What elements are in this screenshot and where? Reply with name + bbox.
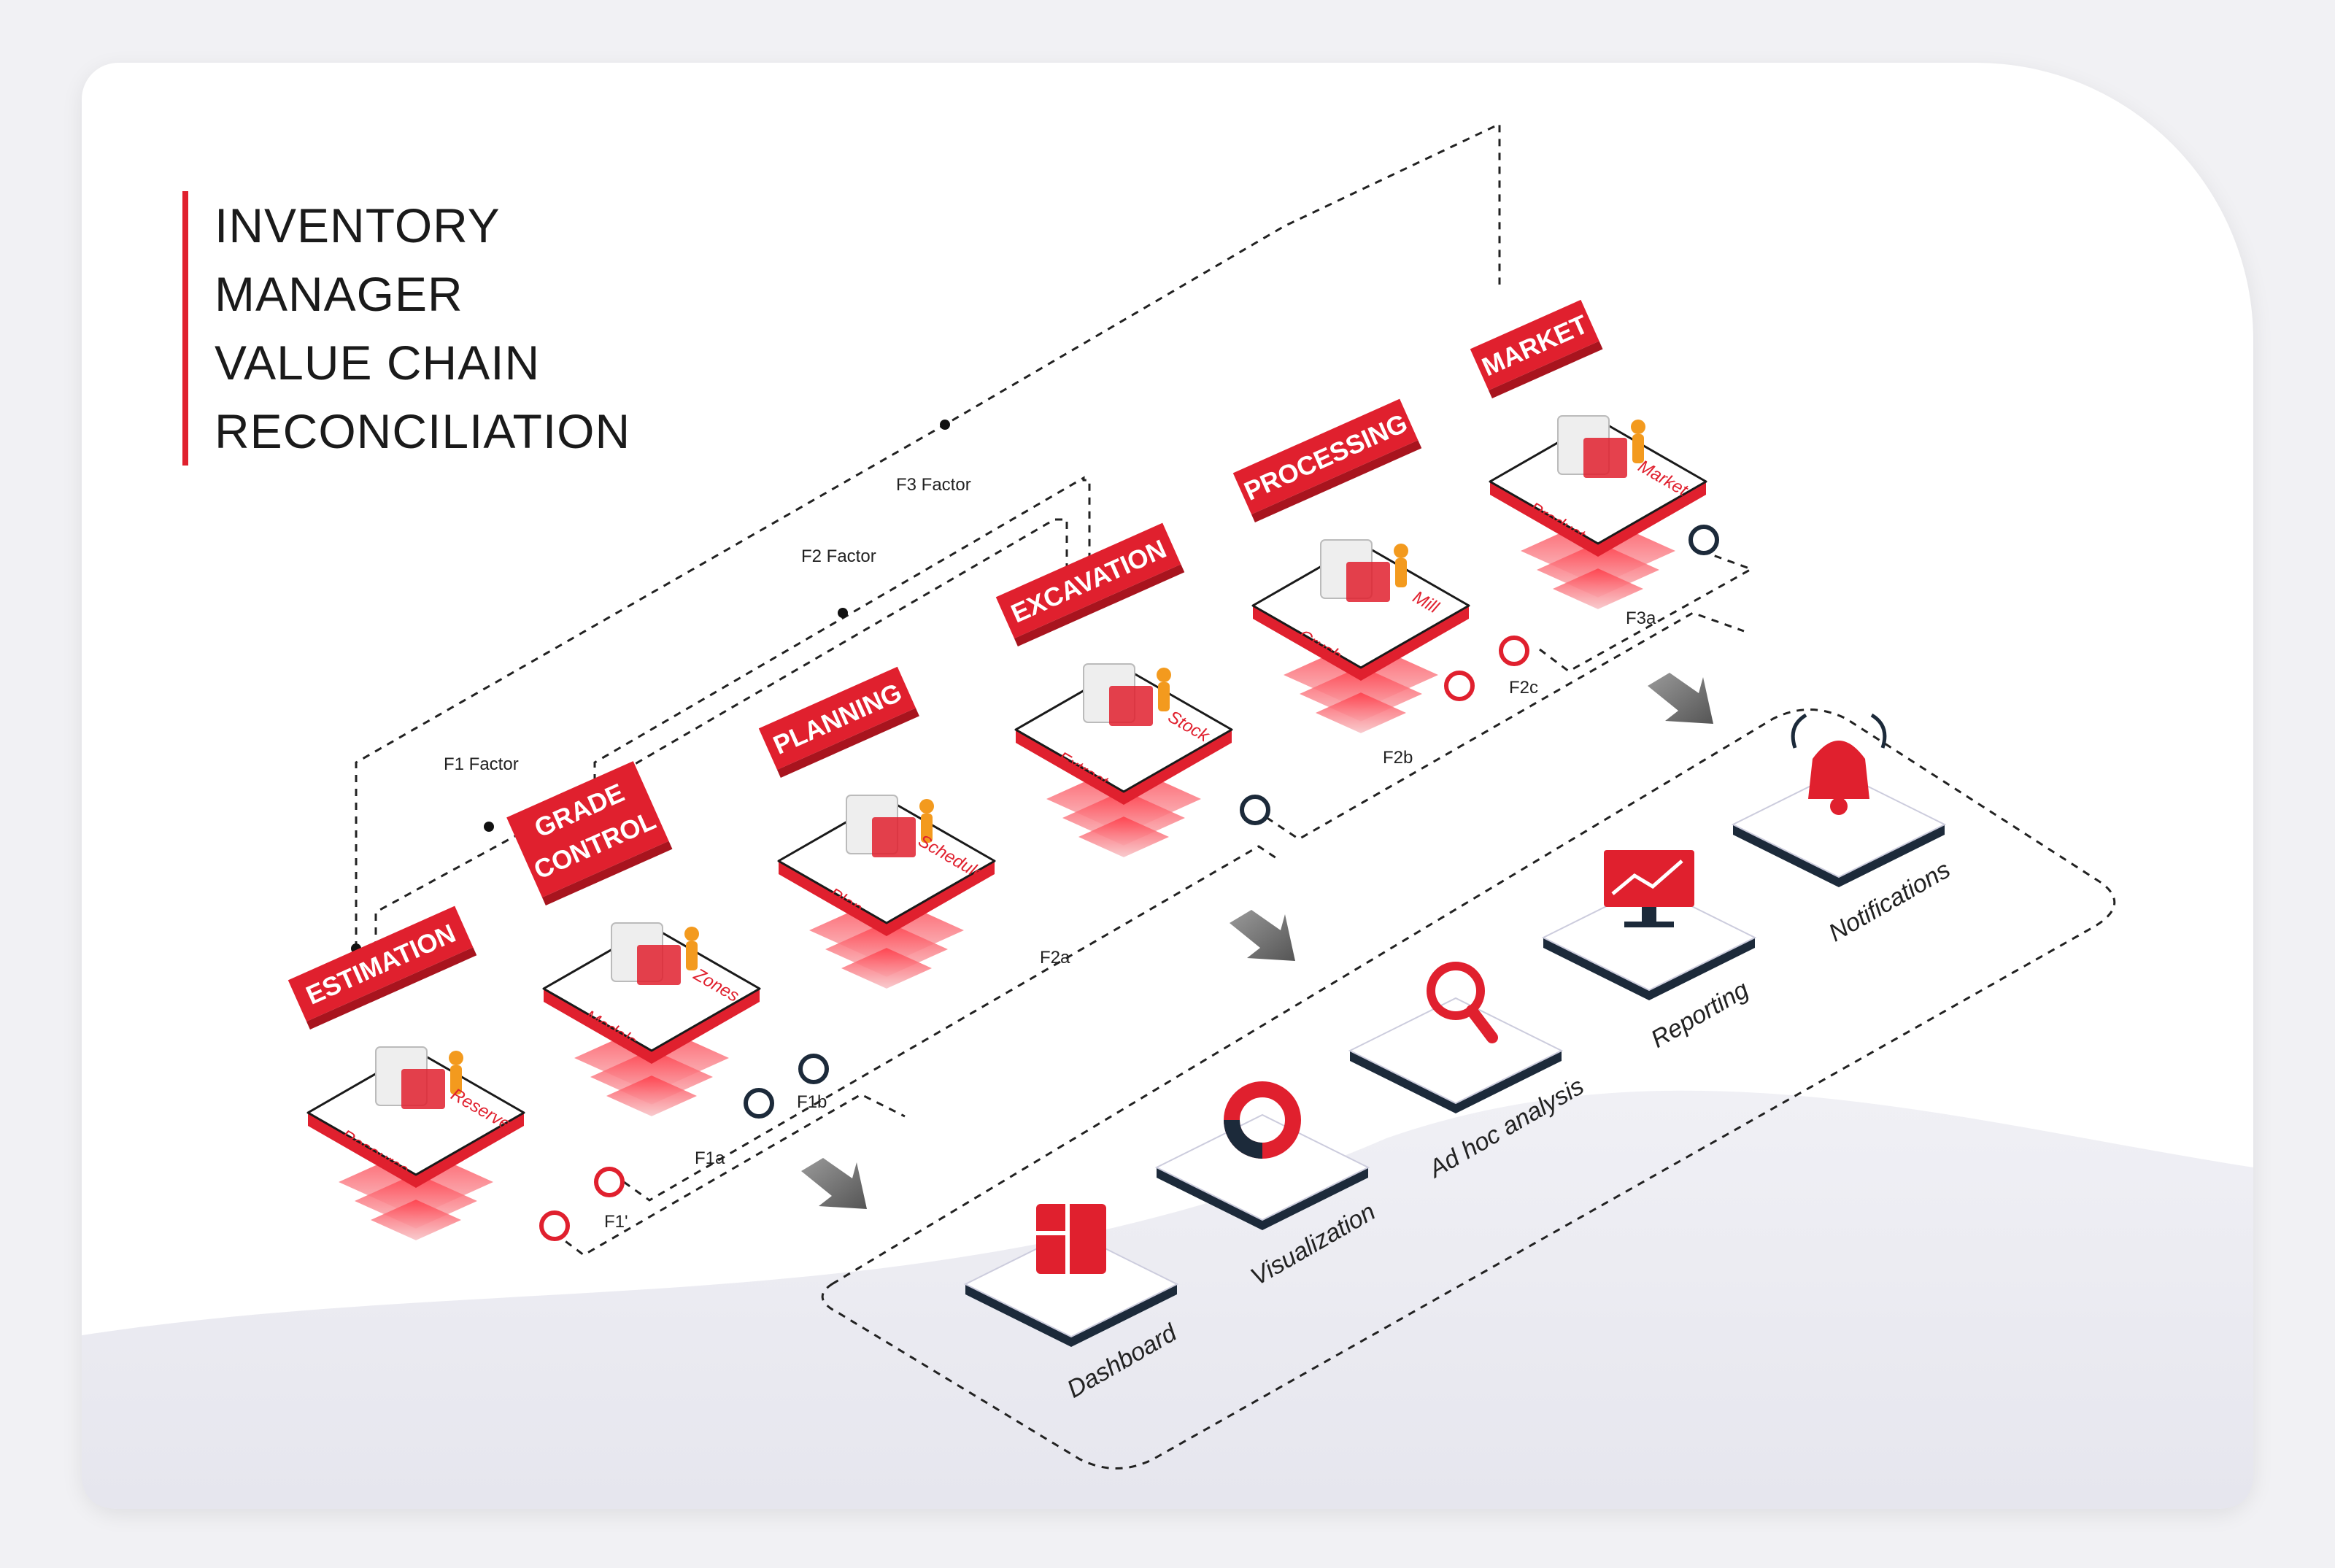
flow-label-f2c: F2c xyxy=(1509,678,1538,698)
title-line-2: MANAGER xyxy=(215,267,463,321)
f2c-chain xyxy=(1539,553,1754,673)
stage-banner: PROCESSING xyxy=(1232,398,1422,522)
flow-label-f2b: F2b xyxy=(1383,748,1413,768)
stage-platform-edge xyxy=(779,861,995,936)
magnifier-icon xyxy=(1427,962,1498,1043)
report-monitor-icon xyxy=(1604,850,1694,927)
stage-banner: MARKET xyxy=(1470,299,1603,398)
arrow-down-right-icon xyxy=(1648,673,1713,724)
output-tile-top xyxy=(1731,771,1947,878)
f1-factor-line xyxy=(374,800,578,949)
stage-base-layer xyxy=(606,1075,697,1116)
stage-base-layer xyxy=(1553,568,1643,609)
output-tile-top xyxy=(1348,997,1564,1105)
output-tile-top xyxy=(963,1230,1179,1338)
f3-factor-label: F3 Factor xyxy=(896,475,971,495)
stage-platform-edge xyxy=(308,1113,524,1188)
f2-factor-label: F2 Factor xyxy=(801,547,876,566)
flow-label-f2a: F2a xyxy=(1040,948,1070,968)
flow-arrows xyxy=(801,673,1713,1209)
outputs-frame xyxy=(821,708,2116,1469)
arrow-down-right-icon xyxy=(801,1158,867,1209)
factory-icon xyxy=(1320,539,1408,602)
stage-base-layer xyxy=(371,1200,461,1240)
calendar-worker-icon xyxy=(846,795,934,857)
stage-platform-edge xyxy=(1253,606,1469,681)
stage-base-layer xyxy=(1316,692,1406,733)
bell-icon xyxy=(1791,713,1887,815)
arrow-down-right-icon xyxy=(1230,910,1295,961)
title-line-4: RECONCILIATION xyxy=(215,404,631,458)
output-tile-5: Notifications xyxy=(1731,713,1955,947)
output-tile-4: Reporting xyxy=(1541,850,1757,1054)
megaphone-gold-icon xyxy=(1557,415,1645,478)
title-line-1: INVENTORY xyxy=(215,198,501,252)
f2-factor-line-outer xyxy=(593,476,1091,823)
f1a-chain xyxy=(623,845,1281,1202)
connector-rings xyxy=(539,525,1719,1241)
flow-label-f3a: F3a xyxy=(1626,609,1656,628)
stage-banner: PLANNING xyxy=(758,666,919,778)
stage-platform-edge xyxy=(544,989,760,1064)
f1-chain xyxy=(554,1093,906,1256)
whiteboard-worker-icon xyxy=(611,922,699,985)
stage-platform-edge xyxy=(1016,730,1232,805)
title-line-3: VALUE CHAIN xyxy=(215,336,541,390)
stage-platform-edge xyxy=(1490,482,1706,557)
f1-factor-label: F1 Factor xyxy=(444,754,519,774)
flow-label-f1a: F1a xyxy=(695,1148,725,1168)
f3-factor-line xyxy=(355,122,1501,949)
dashboard-icon xyxy=(1036,1204,1106,1274)
stage-base-layer xyxy=(1078,816,1169,857)
laptop-cubes-icon xyxy=(375,1046,463,1109)
flow-label-f1b: F1b xyxy=(797,1092,827,1112)
diagram-title: INVENTORY MANAGER VALUE CHAIN RECONCILIA… xyxy=(182,191,630,466)
background-wave xyxy=(82,1090,2253,1509)
stage-banner: ESTIMATION xyxy=(287,905,477,1030)
dump-truck-icon xyxy=(1083,663,1171,726)
flow-label-f1prime: F1' xyxy=(604,1212,628,1232)
stage-base-layer xyxy=(841,948,932,989)
donut-chart-icon xyxy=(1224,1081,1301,1159)
f2a-chain xyxy=(1254,611,1745,841)
